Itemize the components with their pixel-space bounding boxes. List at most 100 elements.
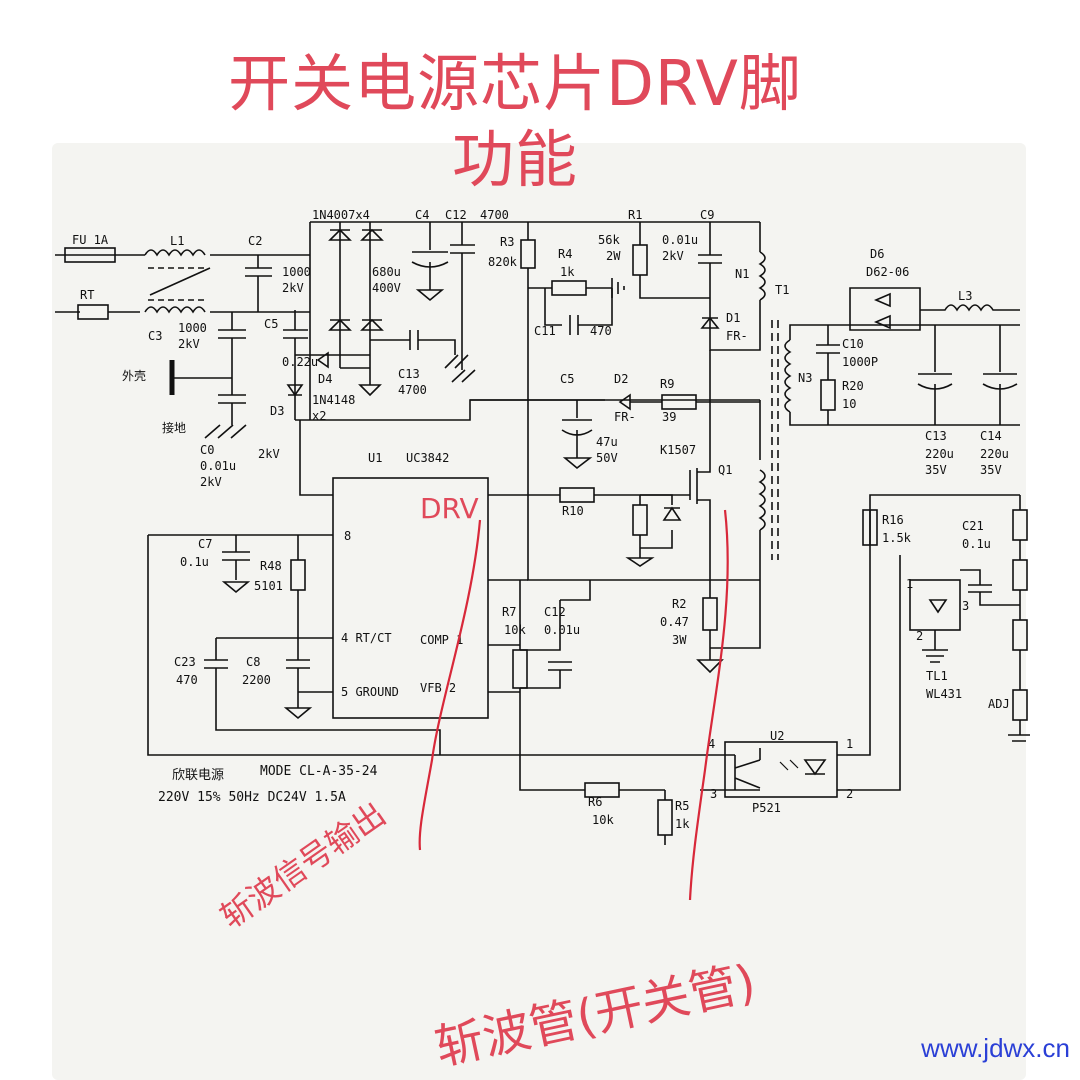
component-label-r16v: 1.5k [882,531,912,545]
component-label-u2p2: 2 [846,787,853,801]
component-label-c5a: C5 [264,317,278,331]
component-label-r5: R5 [675,799,689,813]
component-label-c5b_k: 50V [596,451,618,465]
component-label-r7v: 10k [504,623,526,637]
component-label-r2w: 3W [672,633,687,647]
component-label-r3v: 820k [488,255,518,269]
component-label-l3: L3 [958,289,972,303]
component-label-d2f: FR- [614,410,636,424]
component-label-d3x: x2 [312,409,326,423]
component-label-c5b_v: 47u [596,435,618,449]
component-label-c13b_k: 35V [925,463,947,477]
component-label-r20: R20 [842,379,864,393]
component-label-r3: R3 [500,235,514,249]
component-label-c21v: 0.1u [962,537,991,551]
component-label-r16: R16 [882,513,904,527]
component-label-p5: 5 GROUND [341,685,399,699]
component-label-tl431: WL431 [926,687,962,701]
component-label-d6: D6 [870,247,884,261]
component-label-u2p4: 4 [708,737,715,751]
component-label-vfb: VFB 2 [420,681,456,695]
component-label-c2k: 2kV [282,281,304,295]
component-label-c12b_v: 0.01u [544,623,580,637]
component-label-r1v: 56k [598,233,620,247]
component-label-tl1: TL1 [926,669,948,683]
component-label-d4: D4 [318,372,332,386]
component-label-c4v: 680u [372,265,401,279]
component-label-c13b: C13 [925,429,947,443]
component-label-c7v: 0.1u [180,555,209,569]
component-label-n1: N1 [735,267,749,281]
annotation-strokes [418,509,729,901]
component-label-uc: UC3842 [406,451,449,465]
component-label-u2p1: 1 [846,737,853,751]
component-label-r9v: 39 [662,410,676,424]
component-label-shell: 外壳 [122,369,146,383]
component-label-c9: C9 [700,208,714,222]
component-label-r6v: 10k [592,813,614,827]
drv-label: DRV [420,492,479,525]
component-label-r6: R6 [588,795,602,809]
component-label-c0k: 2kV [200,475,222,489]
component-label-c5b: C5 [560,372,574,386]
component-label-d3p: 1N4148 [312,393,355,407]
component-label-c8: C8 [246,655,260,669]
component-label-fu: FU 1A [72,233,109,247]
component-label-r2v: 0.47 [660,615,689,629]
component-label-c7: C7 [198,537,212,551]
component-label-p8: 8 [344,529,351,543]
component-label-tlp3: 3 [962,599,969,613]
component-label-c8v: 2200 [242,673,271,687]
component-label-c13b_v: 220u [925,447,954,461]
component-label-c12a: C12 [445,208,467,222]
component-label-r2: R2 [672,597,686,611]
component-label-c5a_v: 0.22u [282,355,318,369]
page-title-line2: 功能 [451,123,578,196]
schematic-paper [52,143,1026,1080]
component-label-c2v: 1000 [282,265,311,279]
component-label-d6p: D62-06 [866,265,909,279]
component-label-c10: C10 [842,337,864,351]
component-label-r1w: 2W [606,249,621,263]
component-label-c14: C14 [980,429,1002,443]
component-label-c3: C3 [148,329,162,343]
component-label-c11: C11 [534,324,556,338]
component-label-r48v: 5101 [254,579,283,593]
component-label-rt: RT [80,288,94,302]
component-label-c23: C23 [174,655,196,669]
component-label-c4: C4 [415,208,429,222]
component-label-q1: Q1 [718,463,732,477]
footer-spec: 220V 15% 50Hz DC24V 1.5A [158,790,346,805]
component-label-c4k: 400V [372,281,401,295]
component-label-r4: R4 [558,247,572,261]
component-label-bridge: 1N4007x4 [312,208,370,222]
component-label-tlp2: 2 [916,629,923,643]
wires [55,221,1030,845]
component-label-d1f: FR- [726,329,748,343]
component-label-r20v: 10 [842,397,856,411]
component-label-c9v: 0.01u [662,233,698,247]
watermark: www.jdwx.cn [921,1033,1070,1063]
page-title-line1: 开关电源芯片DRV脚 [228,47,802,120]
component-label-c12a_v: 4700 [480,208,509,222]
component-label-adj: ADJ [988,697,1010,711]
component-label-c3k: 2kV [178,337,200,351]
component-label-c0v: 0.01u [200,459,236,473]
component-label-kv2: 2kV [258,447,280,461]
component-label-c2: C2 [248,234,262,248]
component-label-u1: U1 [368,451,382,465]
component-label-d3: D3 [270,404,284,418]
component-label-ground: 接地 [162,420,186,435]
component-label-l1: L1 [170,234,184,248]
component-label-c0: C0 [200,443,214,457]
footer-model: MODE CL-A-35-24 [260,764,378,779]
component-label-c23v: 470 [176,673,198,687]
component-label-c3v: 1000 [178,321,207,335]
component-label-c14v: 220u [980,447,1009,461]
component-label-d1: D1 [726,311,740,325]
component-label-u2: U2 [770,729,784,743]
component-label-c12b: C12 [544,605,566,619]
component-label-r9: R9 [660,377,674,391]
component-label-p4: 4 RT/CT [341,631,392,645]
